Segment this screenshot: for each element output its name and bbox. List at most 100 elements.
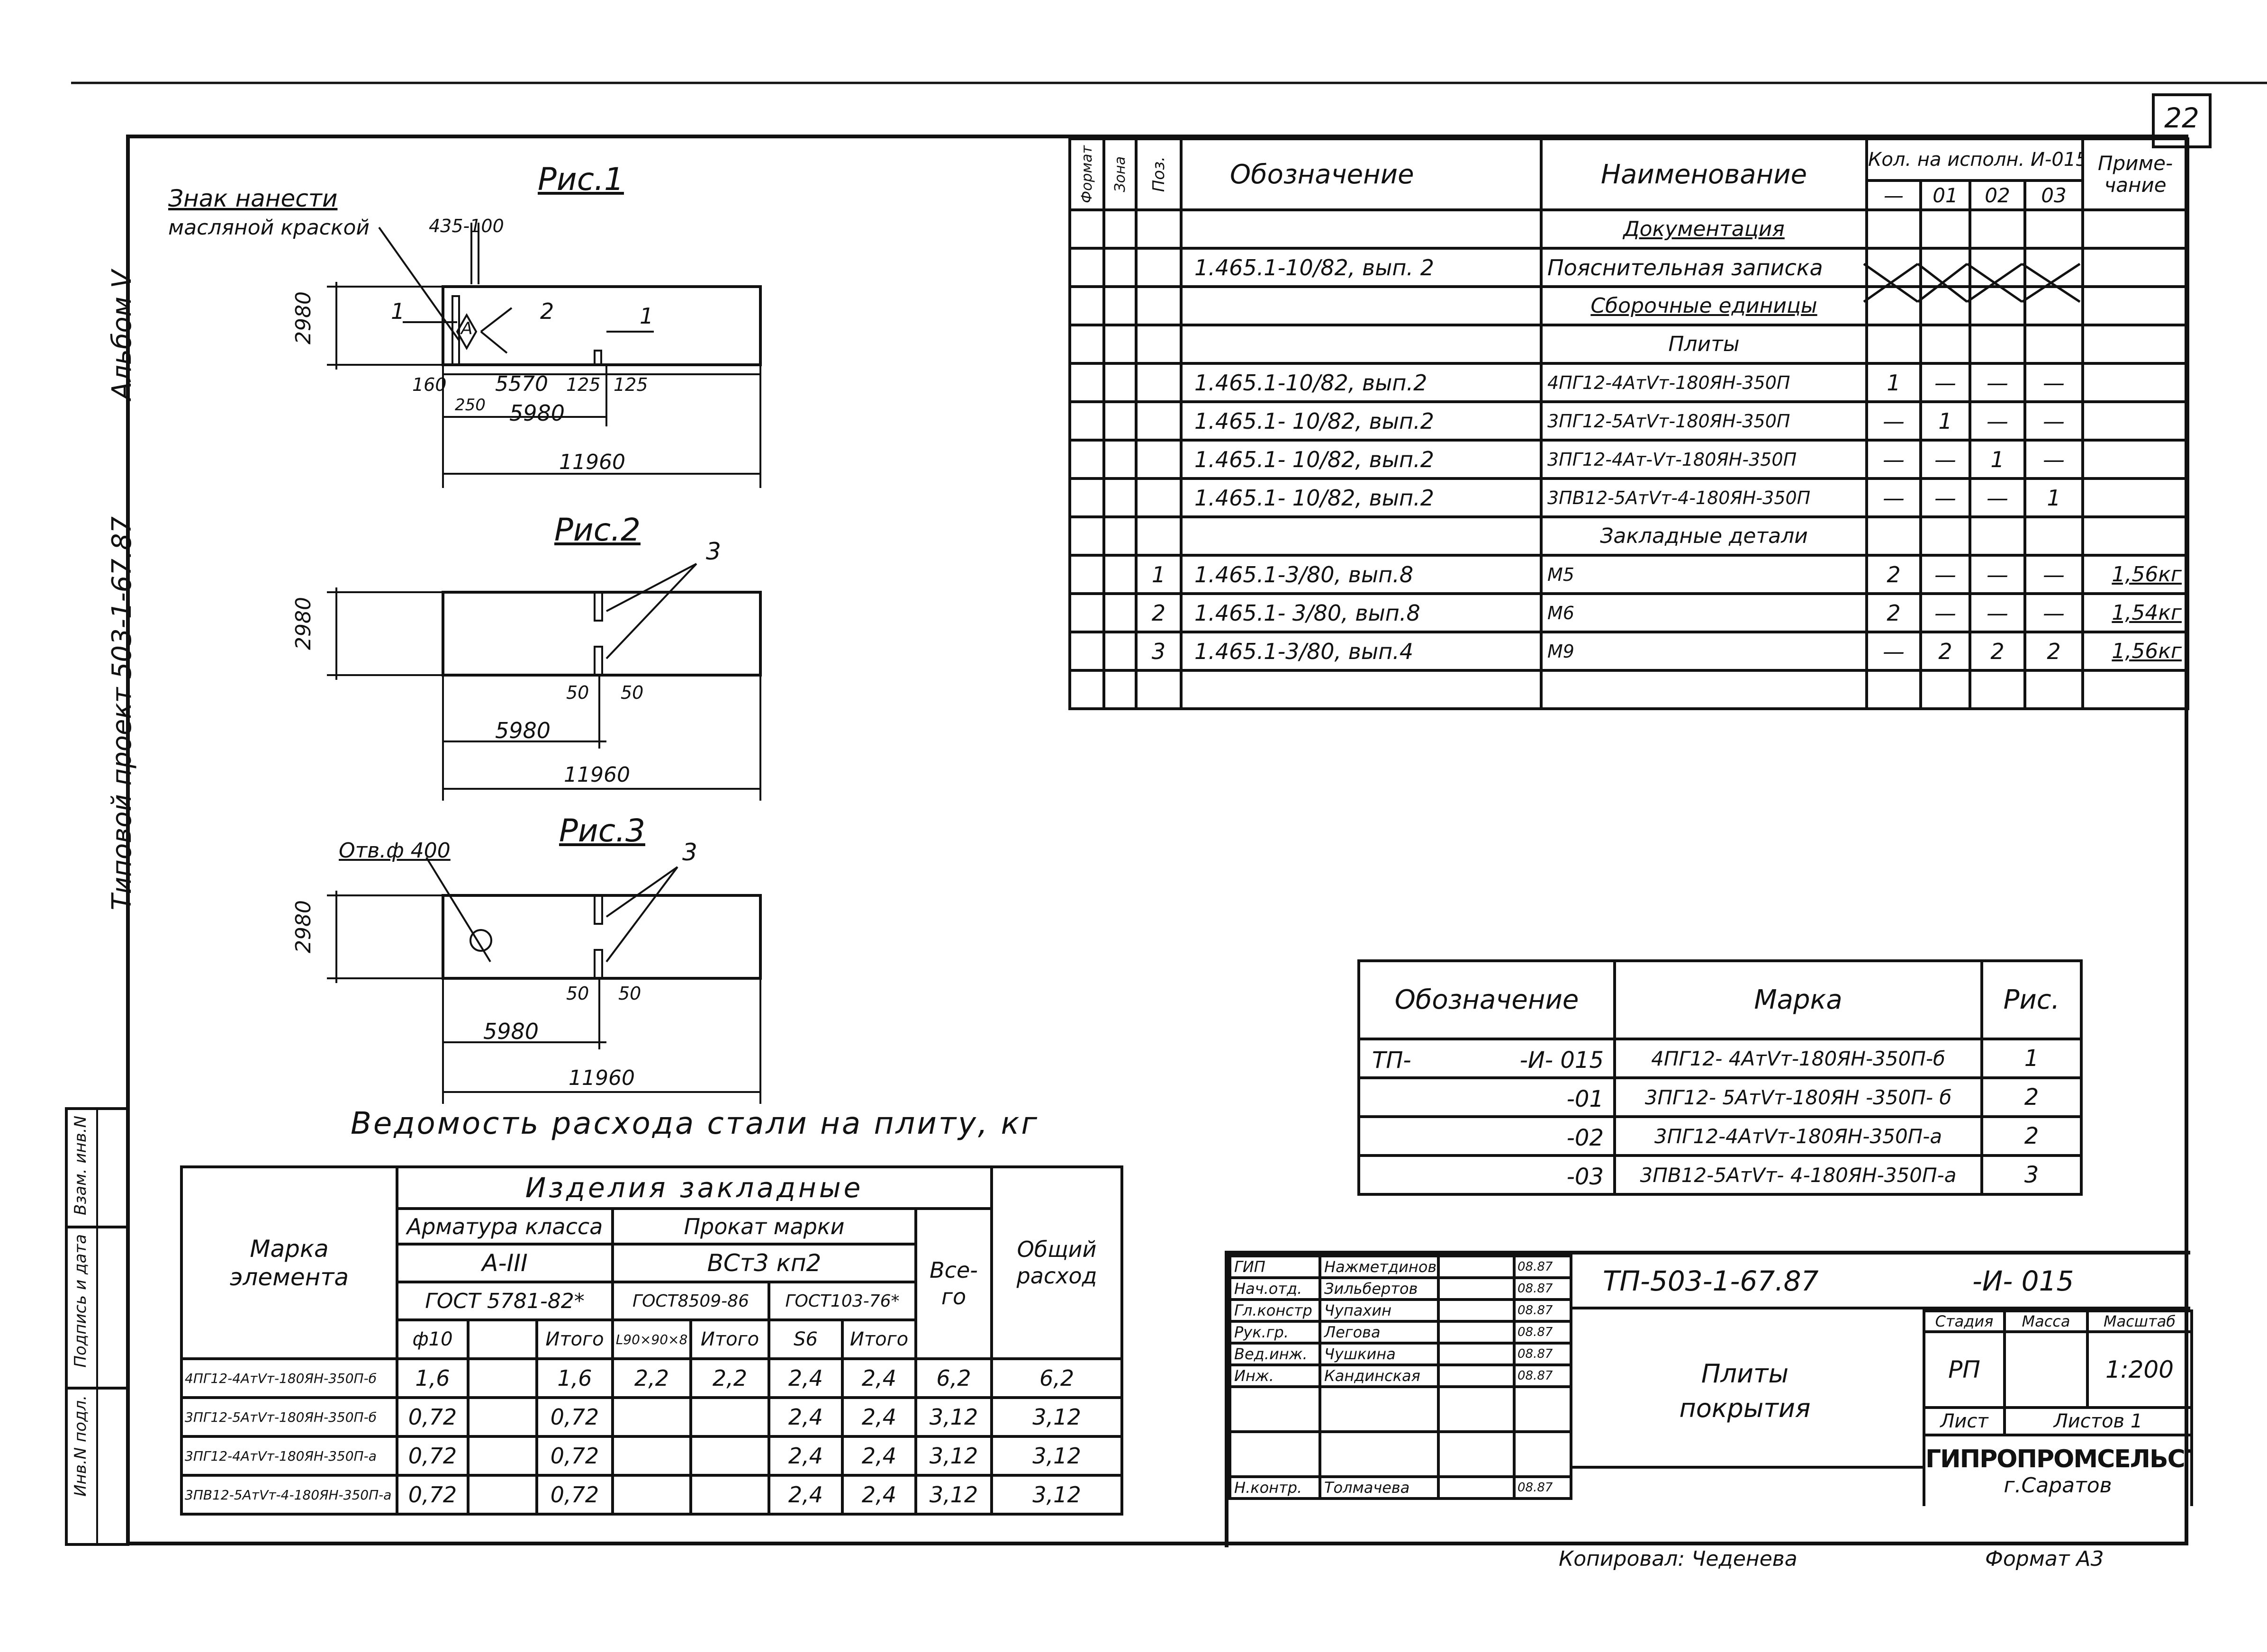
spec-cell-zone bbox=[1102, 477, 1138, 518]
people-name: Нажметдинов bbox=[1319, 1255, 1440, 1279]
title-name: Плиты покрытия bbox=[1679, 1359, 1811, 1423]
spec-cell-q3: 1 bbox=[2023, 477, 2085, 518]
people-role: Инж. bbox=[1228, 1363, 1321, 1388]
fig3-dim-11960: 11960 bbox=[569, 1066, 635, 1090]
spec-cell-q3: 2 bbox=[2023, 631, 2085, 672]
steel-sub-0: ф10 bbox=[396, 1318, 470, 1360]
people-date bbox=[1513, 1385, 1572, 1433]
people-name: Зильбертов bbox=[1319, 1276, 1440, 1301]
marks-cell-designation: -03 bbox=[1357, 1154, 1616, 1196]
spec-cell-q0 bbox=[1865, 324, 1922, 365]
spec-cell-q3 bbox=[2023, 285, 2085, 326]
steel-sub-4: Итого bbox=[689, 1318, 770, 1360]
people-signature bbox=[1437, 1276, 1516, 1301]
steel-cell-2: 1,6 bbox=[535, 1357, 614, 1399]
spec-cell-q2 bbox=[1969, 324, 2026, 365]
title-code-cell: ТП-503-1-67.87 -И- 015 bbox=[1570, 1255, 2190, 1309]
spec-cell-name: Плиты bbox=[1540, 324, 1868, 365]
spec-cell-designation: 1.465.1- 10/82, вып.2 bbox=[1180, 400, 1543, 442]
spec-cell-q1: 1 bbox=[1919, 400, 1971, 442]
spec-cell-name: Сборочные единицы bbox=[1540, 285, 1868, 326]
spec-cell-q1: — bbox=[1919, 592, 1971, 633]
spec-cell-zone bbox=[1102, 208, 1138, 250]
fig1-dim-top: 435-100 bbox=[429, 216, 504, 236]
spec-cell-q3: — bbox=[2023, 554, 2085, 595]
spec-head-format: Формат bbox=[1078, 145, 1095, 203]
steel-title: Ведомость расхода стали на плиту, кг bbox=[351, 1106, 1039, 1141]
steel-sub-1 bbox=[467, 1318, 538, 1360]
spec-cell-q0 bbox=[1865, 515, 1922, 557]
spec-cell-pos bbox=[1135, 324, 1183, 365]
fig2-dim-5980: 5980 bbox=[495, 718, 551, 743]
steel-cell-1 bbox=[467, 1357, 538, 1399]
spec-cell-note bbox=[2081, 247, 2190, 288]
steel-cell-6: 2,4 bbox=[841, 1396, 917, 1438]
people-date: 08.87 bbox=[1513, 1475, 1572, 1500]
steel-cell-6: 2,4 bbox=[841, 1474, 917, 1516]
spec-cell-format bbox=[1068, 208, 1105, 250]
project-label: Типовой проект 503-1-67.87 bbox=[107, 516, 137, 911]
people-role: ГИП bbox=[1228, 1255, 1321, 1279]
marks-cell-fig: 2 bbox=[1980, 1115, 2083, 1157]
steel-sub-3: L90×90×8 bbox=[611, 1318, 692, 1360]
people-date: 08.87 bbox=[1513, 1255, 1572, 1279]
spec-cell-format bbox=[1068, 362, 1105, 403]
steel-cell-0: 1,6 bbox=[396, 1357, 470, 1399]
spec-cell-pos bbox=[1135, 669, 1183, 710]
spec-cell-name: Закладные детали bbox=[1540, 515, 1868, 557]
people-signature bbox=[1437, 1342, 1516, 1366]
people-role: Нач.отд. bbox=[1228, 1276, 1321, 1301]
spec-cell-designation bbox=[1180, 515, 1543, 557]
spec-cell-name: 4ПГ12-4АтVт-180ЯН-350П bbox=[1540, 362, 1868, 403]
spec-cell-pos bbox=[1135, 400, 1183, 442]
steel-cell-mark: 4ПГ12-4АтVт-180ЯН-350П-б bbox=[180, 1357, 398, 1399]
fig1-dim-160: 160 bbox=[412, 374, 447, 395]
fig2-callout: 3 bbox=[706, 538, 721, 565]
spec-cell-zone bbox=[1102, 400, 1138, 442]
spec-cell-q1: — bbox=[1919, 554, 1971, 595]
spec-cell-zone bbox=[1102, 324, 1138, 365]
spec-cell-note bbox=[2081, 400, 2190, 442]
spec-cell-q0 bbox=[1865, 208, 1922, 250]
spec-cell-q1 bbox=[1919, 515, 1971, 557]
title-code: ТП-503-1-67.87 bbox=[1603, 1265, 1819, 1297]
spec-cell-q1: — bbox=[1919, 477, 1971, 518]
fig2-dim-50b: 50 bbox=[621, 682, 644, 703]
steel-cell-5: 2,4 bbox=[768, 1435, 844, 1477]
spec-cell-format bbox=[1068, 631, 1105, 672]
spec-head-q1: 01 bbox=[1919, 179, 1971, 211]
title-stage-table: Стадия Масса Масштаб РП 1:200 Лист Листо… bbox=[1923, 1309, 2193, 1506]
spec-cell-q3: — bbox=[2023, 592, 2085, 633]
spec-cell-designation: 1.465.1-10/82, вып.2 bbox=[1180, 362, 1543, 403]
people-role: Рук.гр. bbox=[1228, 1320, 1321, 1345]
spec-cell-q3 bbox=[2023, 515, 2085, 557]
spec-cell-format bbox=[1068, 439, 1105, 480]
org-name: ГИПРОПРОМСЕЛЬСТРОЙ bbox=[1925, 1445, 2189, 1473]
spec-cell-format bbox=[1068, 247, 1105, 288]
fig1-dim-height: 2980 bbox=[291, 291, 316, 344]
people-row bbox=[1228, 1430, 1572, 1478]
spec-cell-name: М5 bbox=[1540, 554, 1868, 595]
spec-cell-q2: 1 bbox=[1969, 439, 2026, 480]
spec-cell-designation: 1.465.1-3/80, вып.8 bbox=[1180, 554, 1543, 595]
spec-cell-q2 bbox=[1969, 515, 2026, 557]
spec-head-pos: Поз. bbox=[1149, 156, 1168, 192]
steel-sub-2: Итого bbox=[535, 1318, 614, 1360]
spec-head-zone: Зона bbox=[1111, 156, 1129, 192]
people-role: Гл.констр bbox=[1228, 1298, 1321, 1323]
fig3-dim-height: 2980 bbox=[291, 900, 316, 953]
fig1-callout-2: 2 bbox=[540, 298, 554, 324]
spec-cell-zone bbox=[1102, 631, 1138, 672]
figure-3 bbox=[327, 857, 762, 1104]
marks-cell-designation: -01 bbox=[1357, 1076, 1616, 1118]
marks-suffix: -02 bbox=[1566, 1125, 1604, 1151]
steel-cell-mark: 3ПГ12-5АтVт-180ЯН-350П-б bbox=[180, 1396, 398, 1438]
spec-cell-q2: — bbox=[1969, 362, 2026, 403]
steel-cell-6: 2,4 bbox=[841, 1435, 917, 1477]
